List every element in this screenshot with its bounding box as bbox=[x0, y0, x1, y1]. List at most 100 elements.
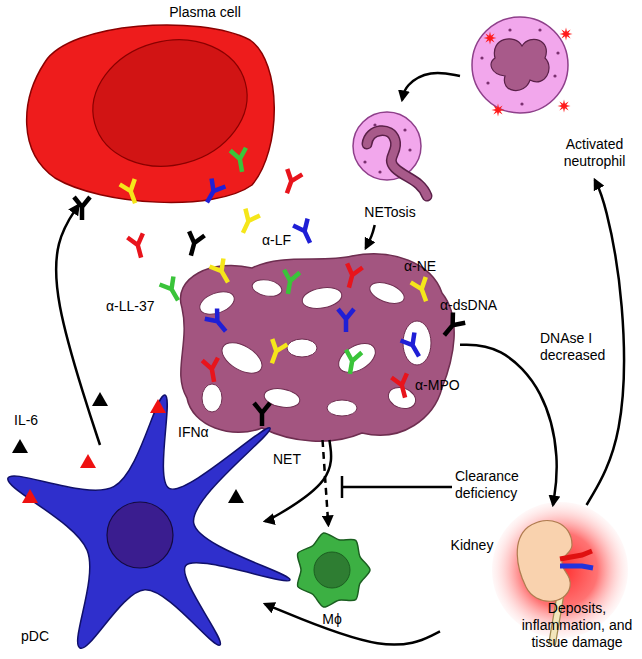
net-hole bbox=[287, 339, 317, 357]
node-label: NETosis bbox=[350, 204, 430, 221]
antibody-symbol bbox=[120, 179, 143, 206]
antibody-symbol bbox=[293, 219, 317, 247]
net-hole bbox=[327, 400, 357, 416]
pdc-body bbox=[8, 395, 290, 648]
granule-dot bbox=[373, 123, 376, 126]
flow-arrow bbox=[265, 440, 331, 521]
net-hole bbox=[202, 384, 222, 412]
antibody-symbol bbox=[160, 276, 185, 304]
net-body bbox=[180, 254, 454, 441]
antibody-label: α-MPO bbox=[415, 377, 460, 394]
granule-dot bbox=[480, 56, 483, 59]
macrophage-nucleus bbox=[314, 552, 350, 588]
node-label: Activated neutrophil bbox=[552, 136, 637, 170]
flow-arrow bbox=[323, 440, 329, 525]
flow-arrow bbox=[366, 225, 375, 248]
cell-node: Mϕ bbox=[288, 525, 376, 633]
antibody-symbol bbox=[338, 309, 354, 332]
inhibition-tee bbox=[341, 476, 344, 498]
node-label: NET bbox=[257, 451, 317, 468]
flow-arrow bbox=[56, 205, 100, 445]
granule-dot bbox=[538, 28, 541, 31]
antibody-symbol bbox=[264, 339, 287, 366]
antibody-label: α-LL-37 bbox=[106, 298, 155, 315]
cytokine-triangle bbox=[12, 439, 28, 453]
antibody-symbol bbox=[230, 148, 250, 173]
chromatin-ribbon-outline bbox=[367, 131, 427, 196]
antibody-symbol bbox=[127, 233, 148, 259]
annotation-text: Clearance deficiency bbox=[455, 468, 540, 502]
cell-node: pDC bbox=[5, 445, 265, 655]
flow-arrow bbox=[265, 604, 440, 645]
flow-arrow bbox=[402, 73, 460, 100]
inhibition-line bbox=[342, 486, 452, 489]
antibody-symbol bbox=[401, 332, 426, 360]
antibody-symbol bbox=[200, 178, 225, 206]
flow-arrow bbox=[460, 345, 557, 505]
node-shape bbox=[172, 248, 460, 440]
renal-vein bbox=[560, 566, 593, 568]
antibody-symbol bbox=[236, 209, 260, 237]
antibody-symbol bbox=[411, 277, 434, 304]
net-node: NET bbox=[172, 248, 460, 440]
net-hole bbox=[403, 321, 431, 365]
node-shape bbox=[5, 445, 265, 655]
granule-dot bbox=[556, 51, 559, 54]
net-hole bbox=[217, 337, 267, 380]
node-shape bbox=[10, 0, 285, 205]
activation-burst bbox=[492, 104, 505, 117]
flow-arrow bbox=[587, 180, 624, 505]
node-label: Plasma cell bbox=[150, 4, 260, 21]
activation-burst bbox=[560, 28, 573, 41]
cytokine-triangle bbox=[80, 454, 96, 468]
node-body: Deposits, inflammation, and tissue damag… bbox=[512, 600, 642, 651]
cytokine-triangle bbox=[228, 489, 244, 503]
antibody-group bbox=[74, 148, 465, 426]
cytokine-triangle bbox=[22, 489, 38, 503]
cell-node: Plasma cell bbox=[10, 0, 285, 205]
antibody-symbol bbox=[210, 258, 235, 286]
net-hole bbox=[263, 386, 302, 410]
granule-dot bbox=[520, 102, 523, 105]
granule-dot bbox=[408, 148, 411, 151]
activation-burst bbox=[484, 32, 497, 45]
node-label: Mϕ bbox=[302, 611, 362, 628]
cell-node: NETosis bbox=[335, 100, 445, 225]
plasma-cell-nucleus bbox=[79, 23, 262, 183]
antibody-label: α-NE bbox=[404, 258, 436, 275]
net-hole bbox=[301, 285, 344, 312]
antibody-symbol bbox=[342, 350, 362, 375]
organ-node: KidneyDeposits, inflammation, and tissue… bbox=[440, 505, 642, 659]
antibody-symbol bbox=[202, 358, 222, 383]
neutrophil-body bbox=[472, 17, 568, 113]
cytokine-triangle bbox=[150, 399, 166, 413]
net-hole bbox=[197, 287, 238, 318]
cytokine-label: IFNα bbox=[178, 424, 209, 441]
granule-dot bbox=[486, 81, 489, 84]
pdc-nucleus bbox=[107, 502, 173, 568]
antibody-symbol bbox=[254, 403, 270, 426]
activation-burst bbox=[558, 100, 571, 113]
granule-dot bbox=[403, 128, 406, 131]
granule-dot bbox=[363, 160, 366, 163]
net-hole bbox=[251, 278, 283, 299]
neutrophil-nucleus bbox=[491, 39, 549, 91]
antibody-symbol bbox=[74, 197, 90, 220]
net-hole bbox=[385, 384, 418, 412]
antibody-label: α-dsDNA bbox=[440, 297, 497, 314]
chromatin-ribbon bbox=[367, 131, 427, 196]
net-hole bbox=[334, 338, 381, 379]
antibody-symbol bbox=[183, 231, 204, 257]
renal-artery bbox=[560, 551, 592, 559]
granule-dot bbox=[508, 28, 511, 31]
antibody-symbol bbox=[341, 263, 362, 289]
antibody-symbol bbox=[205, 308, 232, 336]
antibody-symbol bbox=[279, 169, 302, 196]
cell-node: Activated neutrophil bbox=[460, 8, 642, 180]
granule-dot bbox=[378, 170, 381, 173]
